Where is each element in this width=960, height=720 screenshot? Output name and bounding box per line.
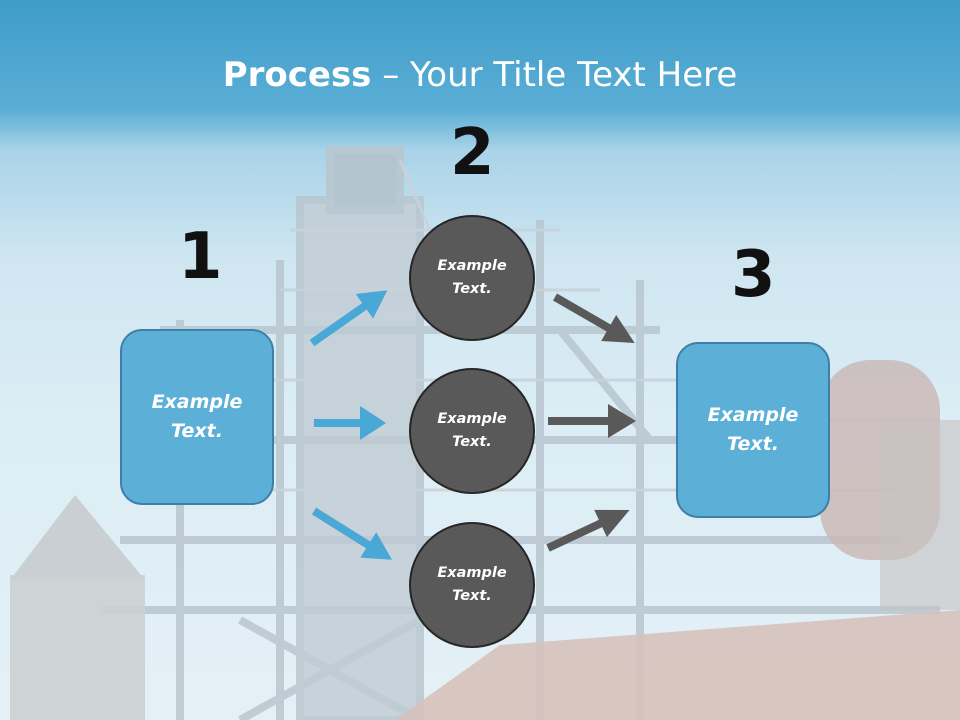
circle-top-line2: Text. — [452, 281, 492, 297]
arrow-blue-down — [311, 507, 393, 560]
circle-middle-line2: Text. — [452, 434, 492, 450]
step-number-2: 2 — [450, 116, 495, 190]
step-1-text-line1: Example — [151, 391, 243, 413]
step-3-text-line1: Example — [707, 404, 799, 426]
step-number-3: 3 — [731, 238, 776, 312]
title-rest: – Your Title Text Here — [371, 55, 738, 95]
arrow-blue-up — [309, 290, 388, 347]
step-1-text-line2: Text. — [171, 420, 223, 442]
title-strong: Process — [222, 55, 372, 95]
circle-top-line1: Example — [437, 258, 507, 274]
arrow-blue-right — [314, 406, 386, 440]
arrow-dark-down — [553, 293, 635, 343]
arrow-dark-up — [546, 509, 630, 552]
circle-bottom-line2: Text. — [452, 588, 492, 604]
slide-title: Process – Your Title Text Here — [0, 52, 960, 98]
arrow-dark-right — [548, 404, 636, 438]
circle-middle-line1: Example — [437, 411, 507, 427]
circle-bottom-line1: Example — [437, 565, 507, 581]
step-3-text-line2: Text. — [727, 433, 779, 455]
step-number-1: 1 — [178, 220, 223, 294]
